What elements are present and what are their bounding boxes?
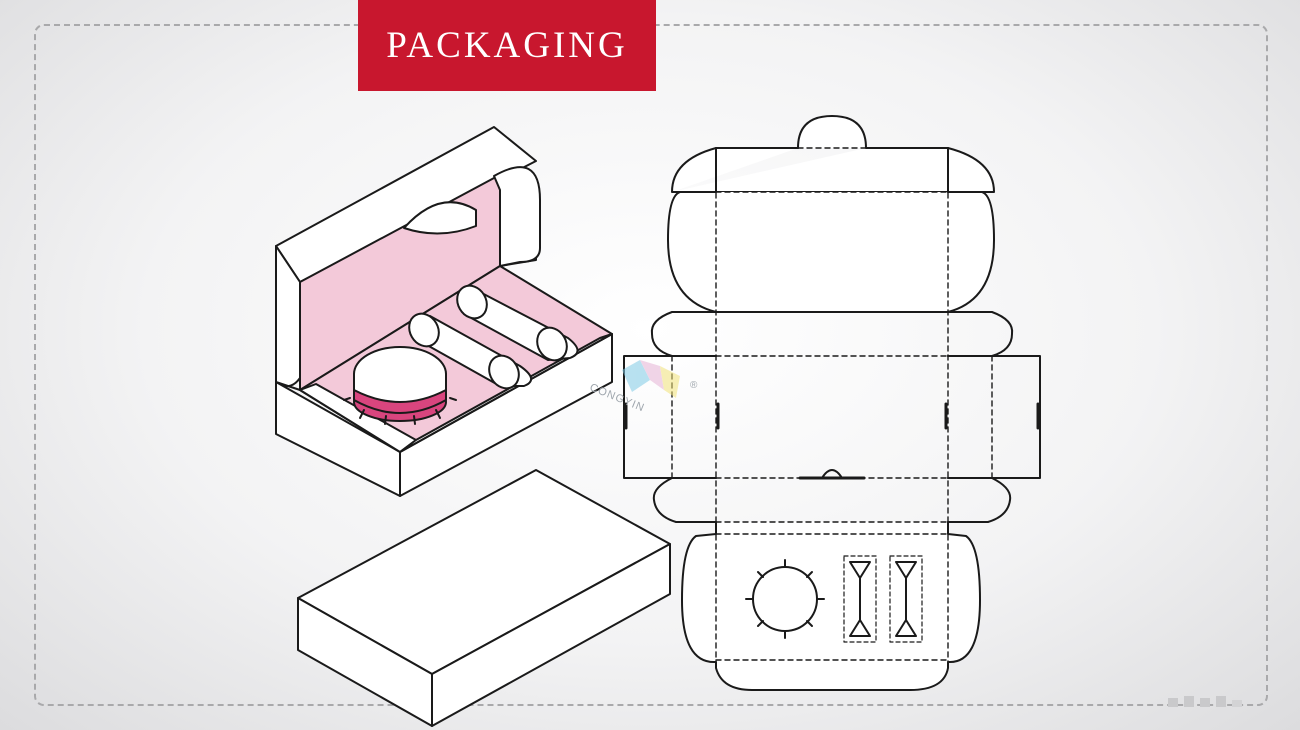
dieline-top-tab (797, 115, 867, 149)
open-box (275, 126, 613, 497)
lid-cutout (403, 201, 477, 235)
bottle-back (456, 284, 579, 362)
bottle-front (408, 312, 532, 390)
dieline (623, 115, 1041, 691)
banner-title: PACKAGING (386, 25, 628, 66)
lid-right-flap (493, 166, 541, 267)
cream-jar (343, 346, 457, 425)
watermark-mark: ® (690, 380, 698, 391)
closed-box (297, 469, 671, 727)
closed-box-side (431, 543, 671, 727)
watermark-logo (622, 360, 680, 398)
corner-decoration (1168, 696, 1242, 707)
title-banner: PACKAGING (358, 0, 656, 91)
insert-cutouts (745, 555, 923, 643)
